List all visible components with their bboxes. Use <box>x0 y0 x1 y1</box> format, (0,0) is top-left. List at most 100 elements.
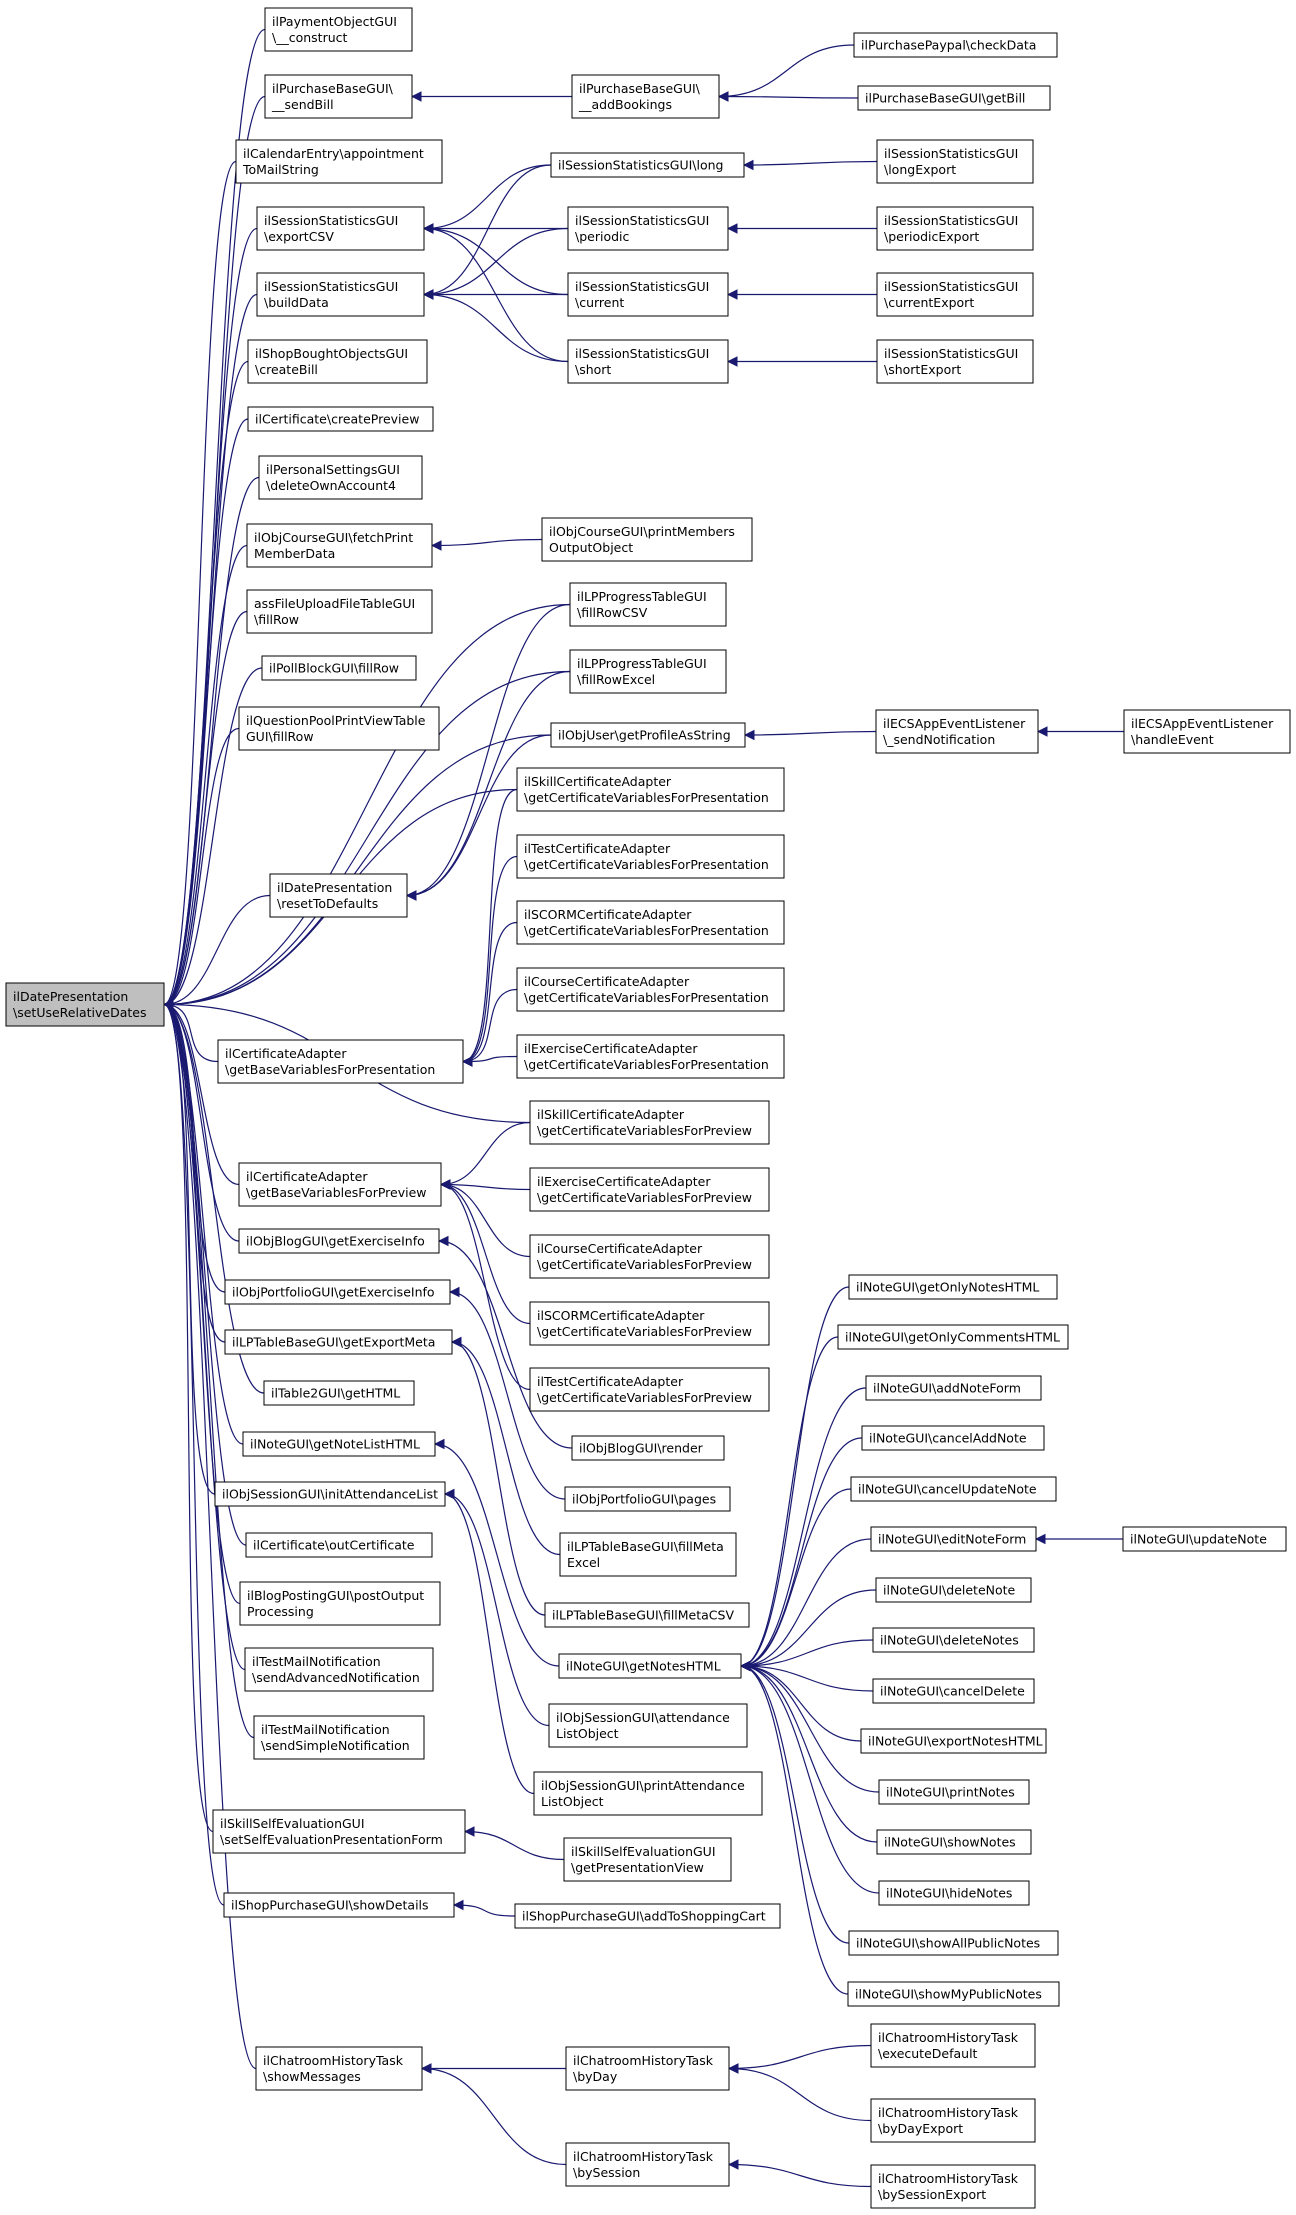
node-ilskillselfevaluationgui-getpresentationview[interactable]: ilSkillSelfEvaluationGUI\getPresentation… <box>563 1837 732 1882</box>
node-ilnotegui-showallpublicnotes[interactable]: ilNoteGUI\showAllPublicNotes <box>848 1930 1059 1956</box>
node-ilchatroomhistorytask-bydayexport[interactable]: ilChatroomHistoryTask\byDayExport <box>870 2098 1036 2143</box>
node-ilskillcertificateadapter-getcertificatevariablesforpreview[interactable]: ilSkillCertificateAdapter\getCertificate… <box>529 1100 770 1145</box>
node-label: \byDay <box>573 2069 618 2084</box>
node-ilnotegui-canceladdnote[interactable]: ilNoteGUI\cancelAddNote <box>861 1425 1045 1451</box>
node-ilecsappeventlistener-sendnotification[interactable]: ilECSAppEventListener\_sendNotification <box>875 709 1039 754</box>
node-ilnotegui-showmypublicnotes[interactable]: ilNoteGUI\showMyPublicNotes <box>847 1981 1060 2007</box>
node-ilskillcertificateadapter-getcertificatevariablesforpresentation[interactable]: ilSkillCertificateAdapter\getCertificate… <box>516 767 785 812</box>
node-ilnotegui-cancelupdatenote[interactable]: ilNoteGUI\cancelUpdateNote <box>850 1476 1057 1502</box>
edge-ch3-to-ch1 <box>727 2044 872 2074</box>
node-ilcertificateadapter-getbasevariablesforpresentation[interactable]: ilCertificateAdapter\getBaseVariablesFor… <box>217 1039 464 1084</box>
node-ilobjportfoliogui-getexerciseinfo[interactable]: ilObjPortfolioGUI\getExerciseInfo <box>224 1279 451 1305</box>
node-ilsessionstatisticsgui-current[interactable]: ilSessionStatisticsGUI\current <box>567 272 729 317</box>
node-ilcoursecertificateadapter-getcertificatevariablesforpreview[interactable]: ilCourseCertificateAdapter\getCertificat… <box>529 1234 770 1279</box>
node-ilobjuser-getprofileasstring[interactable]: ilObjUser\getProfileAsString <box>550 722 746 748</box>
node-ildatepresentation-setuserelativedates[interactable]: ilDatePresentation\setUseRelativeDates <box>5 982 165 1027</box>
node-ilnotegui-getnoteshtml[interactable]: ilNoteGUI\getNotesHTML <box>558 1653 742 1679</box>
node-ilshoppurchasegui-addtoshoppingcart[interactable]: ilShopPurchaseGUI\addToShoppingCart <box>514 1903 781 1929</box>
node-ilnotegui-deletenote[interactable]: ilNoteGUI\deleteNote <box>875 1577 1032 1603</box>
node-ilpurchasepaypal-checkdata[interactable]: ilPurchasePaypal\checkData <box>853 32 1058 58</box>
node-ilsessionstatisticsgui-builddata[interactable]: ilSessionStatisticsGUI\buildData <box>256 272 425 317</box>
node-ilsessionstatisticsgui-shortexport[interactable]: ilSessionStatisticsGUI\shortExport <box>876 339 1034 384</box>
node-ilobjportfoliogui-pages[interactable]: ilObjPortfolioGUI\pages <box>564 1486 731 1512</box>
node-ilchatroomhistorytask-bysessionexport[interactable]: ilChatroomHistoryTask\bySessionExport <box>870 2164 1036 2209</box>
node-box <box>264 7 413 52</box>
node-iltestmailnotification-sendadvancednotification[interactable]: ilTestMailNotification\sendAdvancedNotif… <box>244 1647 434 1692</box>
node-ilobjbloggui-getexerciseinfo[interactable]: ilObjBlogGUI\getExerciseInfo <box>238 1228 440 1254</box>
node-illpprogresstablegui-fillrowcsv[interactable]: ilLPProgressTableGUI\fillRowCSV <box>569 582 727 627</box>
node-ilnotegui-canceldelete[interactable]: ilNoteGUI\cancelDelete <box>872 1678 1035 1704</box>
node-iltestmailnotification-sendsimplenotification[interactable]: ilTestMailNotification\sendSimpleNotific… <box>253 1715 425 1760</box>
node-ilsessionstatisticsgui-exportcsv[interactable]: ilSessionStatisticsGUI\exportCSV <box>256 206 425 251</box>
node-ilnotegui-shownotes[interactable]: ilNoteGUI\showNotes <box>876 1829 1032 1855</box>
node-label: ilLPProgressTableGUI <box>577 656 707 671</box>
node-ilscormcertificateadapter-getcertificatevariablesforpresentation[interactable]: ilSCORMCertificateAdapter\getCertificate… <box>516 900 785 945</box>
node-ilnotegui-printnotes[interactable]: ilNoteGUI\printNotes <box>878 1779 1030 1805</box>
node-ilchatroomhistorytask-bysession[interactable]: ilChatroomHistoryTask\bySession <box>565 2142 730 2187</box>
node-ilchatroomhistorytask-byday[interactable]: ilChatroomHistoryTask\byDay <box>565 2046 730 2091</box>
node-label: ilObjCourseGUI\fetchPrint <box>254 530 413 545</box>
node-ilcertificateadapter-getbasevariablesforpreview[interactable]: ilCertificateAdapter\getBaseVariablesFor… <box>238 1162 442 1207</box>
node-ilpollblockgui-fillrow[interactable]: ilPollBlockGUI\fillRow <box>261 655 417 681</box>
node-ilnotegui-hidenotes[interactable]: ilNoteGUI\hideNotes <box>878 1880 1030 1906</box>
node-ilcertificate-outcertificate[interactable]: ilCertificate\outCertificate <box>245 1532 433 1558</box>
node-illptablebasegui-fillmetacsv[interactable]: ilLPTableBaseGUI\fillMetaCSV <box>544 1602 750 1628</box>
node-assfileuploadfiletablegui-fillrow[interactable]: assFileUploadFileTableGUI\fillRow <box>246 589 433 634</box>
node-ilcoursecertificateadapter-getcertificatevariablesforpresentation[interactable]: ilCourseCertificateAdapter\getCertificat… <box>516 967 785 1012</box>
node-ilpurchasebasegui-sendbill[interactable]: ilPurchaseBaseGUI\__sendBill <box>264 74 413 119</box>
edge-n20-to-root <box>162 999 244 1445</box>
node-ilsessionstatisticsgui-periodic[interactable]: ilSessionStatisticsGUI\periodic <box>567 206 729 251</box>
node-illpprogresstablegui-fillrowexcel[interactable]: ilLPProgressTableGUI\fillRowExcel <box>569 649 727 694</box>
node-ilexercisecertificateadapter-getcertificatevariablesforpresentation[interactable]: ilExerciseCertificateAdapter\getCertific… <box>516 1034 785 1079</box>
node-ilnotegui-getonlycommentshtml[interactable]: ilNoteGUI\getOnlyCommentsHTML <box>837 1324 1069 1350</box>
node-ilsessionstatisticsgui-periodicexport[interactable]: ilSessionStatisticsGUI\periodicExport <box>876 206 1034 251</box>
node-ilsessionstatisticsgui-currentexport[interactable]: ilSessionStatisticsGUI\currentExport <box>876 272 1034 317</box>
node-ilobjsessiongui-printattendancelistobject[interactable]: ilObjSessionGUI\printAttendanceListObjec… <box>533 1771 763 1816</box>
node-illptablebasegui-getexportmeta[interactable]: ilLPTableBaseGUI\getExportMeta <box>224 1329 453 1355</box>
node-ilsessionstatisticsgui-longexport[interactable]: ilSessionStatisticsGUI\longExport <box>876 139 1034 184</box>
node-box <box>544 1602 750 1628</box>
edge-n12-to-root <box>162 727 240 1010</box>
edge-lp2-to-root <box>162 670 571 1010</box>
node-ilnotegui-updatenote[interactable]: ilNoteGUI\updateNote <box>1122 1526 1287 1552</box>
edge-n18-to-root <box>162 999 226 1343</box>
node-iltable2gui-gethtml[interactable]: ilTable2GUI\getHTML <box>263 1380 415 1406</box>
node-ilnotegui-addnoteform[interactable]: ilNoteGUI\addNoteForm <box>865 1375 1042 1401</box>
node-ilpurchasebasegui-addbookings[interactable]: ilPurchaseBaseGUI\__addBookings <box>571 74 720 119</box>
node-ilobjbloggui-render[interactable]: ilObjBlogGUI\render <box>571 1435 725 1461</box>
node-ilchatroomhistorytask-showmessages[interactable]: ilChatroomHistoryTask\showMessages <box>255 2046 423 2091</box>
node-ilnotegui-getnotelisthtml[interactable]: ilNoteGUI\getNoteListHTML <box>242 1431 436 1457</box>
node-ilobjsessiongui-initattendancelist[interactable]: ilObjSessionGUI\initAttendanceList <box>214 1481 446 1507</box>
node-ilchatroomhistorytask-executedefault[interactable]: ilChatroomHistoryTask\executeDefault <box>870 2023 1036 2068</box>
node-box <box>878 1880 1030 1906</box>
node-box <box>870 2098 1036 2143</box>
edge-n6-to-root <box>162 360 249 1010</box>
node-ilsessionstatisticsgui-short[interactable]: ilSessionStatisticsGUI\short <box>567 339 729 384</box>
node-label: ilTestCertificateAdapter <box>524 841 671 856</box>
node-ilscormcertificateadapter-getcertificatevariablesforpreview[interactable]: ilSCORMCertificateAdapter\getCertificate… <box>529 1301 770 1346</box>
node-ilexercisecertificateadapter-getcertificatevariablesforpreview[interactable]: ilExerciseCertificateAdapter\getCertific… <box>529 1167 770 1212</box>
node-ilnotegui-getonlynoteshtml[interactable]: ilNoteGUI\getOnlyNotesHTML <box>848 1274 1058 1300</box>
node-ilpaymentobjectgui-construct[interactable]: ilPaymentObjectGUI\__construct <box>264 7 413 52</box>
node-iltestcertificateadapter-getcertificatevariablesforpresentation[interactable]: ilTestCertificateAdapter\getCertificateV… <box>516 834 785 879</box>
node-ilskillselfevaluationgui-setselfevaluationpresentationform[interactable]: ilSkillSelfEvaluationGUI\setSelfEvaluati… <box>212 1809 466 1854</box>
node-ilnotegui-deletenotes[interactable]: ilNoteGUI\deleteNotes <box>872 1627 1035 1653</box>
node-iltestcertificateadapter-getcertificatevariablesforpreview[interactable]: ilTestCertificateAdapter\getCertificateV… <box>529 1367 770 1412</box>
node-ilpurchasebasegui-getbill[interactable]: ilPurchaseBaseGUI\getBill <box>857 85 1051 111</box>
node-ilnotegui-exportnoteshtml[interactable]: ilNoteGUI\exportNotesHTML <box>860 1728 1047 1754</box>
node-ilecsappeventlistener-handleevent[interactable]: ilECSAppEventListener\handleEvent <box>1123 709 1291 754</box>
node-ilnotegui-editnoteform[interactable]: ilNoteGUI\editNoteForm <box>870 1526 1037 1552</box>
node-ilshopboughtobjectsgui-createbill[interactable]: ilShopBoughtObjectsGUI\createBill <box>247 339 428 384</box>
node-ilpersonalsettingsgui-deleteownaccount4[interactable]: ilPersonalSettingsGUI\deleteOwnAccount4 <box>258 455 423 500</box>
node-ildatepresentation-resettodefaults[interactable]: ilDatePresentation\resetToDefaults <box>269 873 408 918</box>
node-ilshoppurchasegui-showdetails[interactable]: ilShopPurchaseGUI\showDetails <box>223 1892 455 1918</box>
node-ilcertificate-createpreview[interactable]: ilCertificate\createPreview <box>247 406 434 432</box>
node-ilsessionstatisticsgui-long[interactable]: ilSessionStatisticsGUI\long <box>550 152 745 178</box>
